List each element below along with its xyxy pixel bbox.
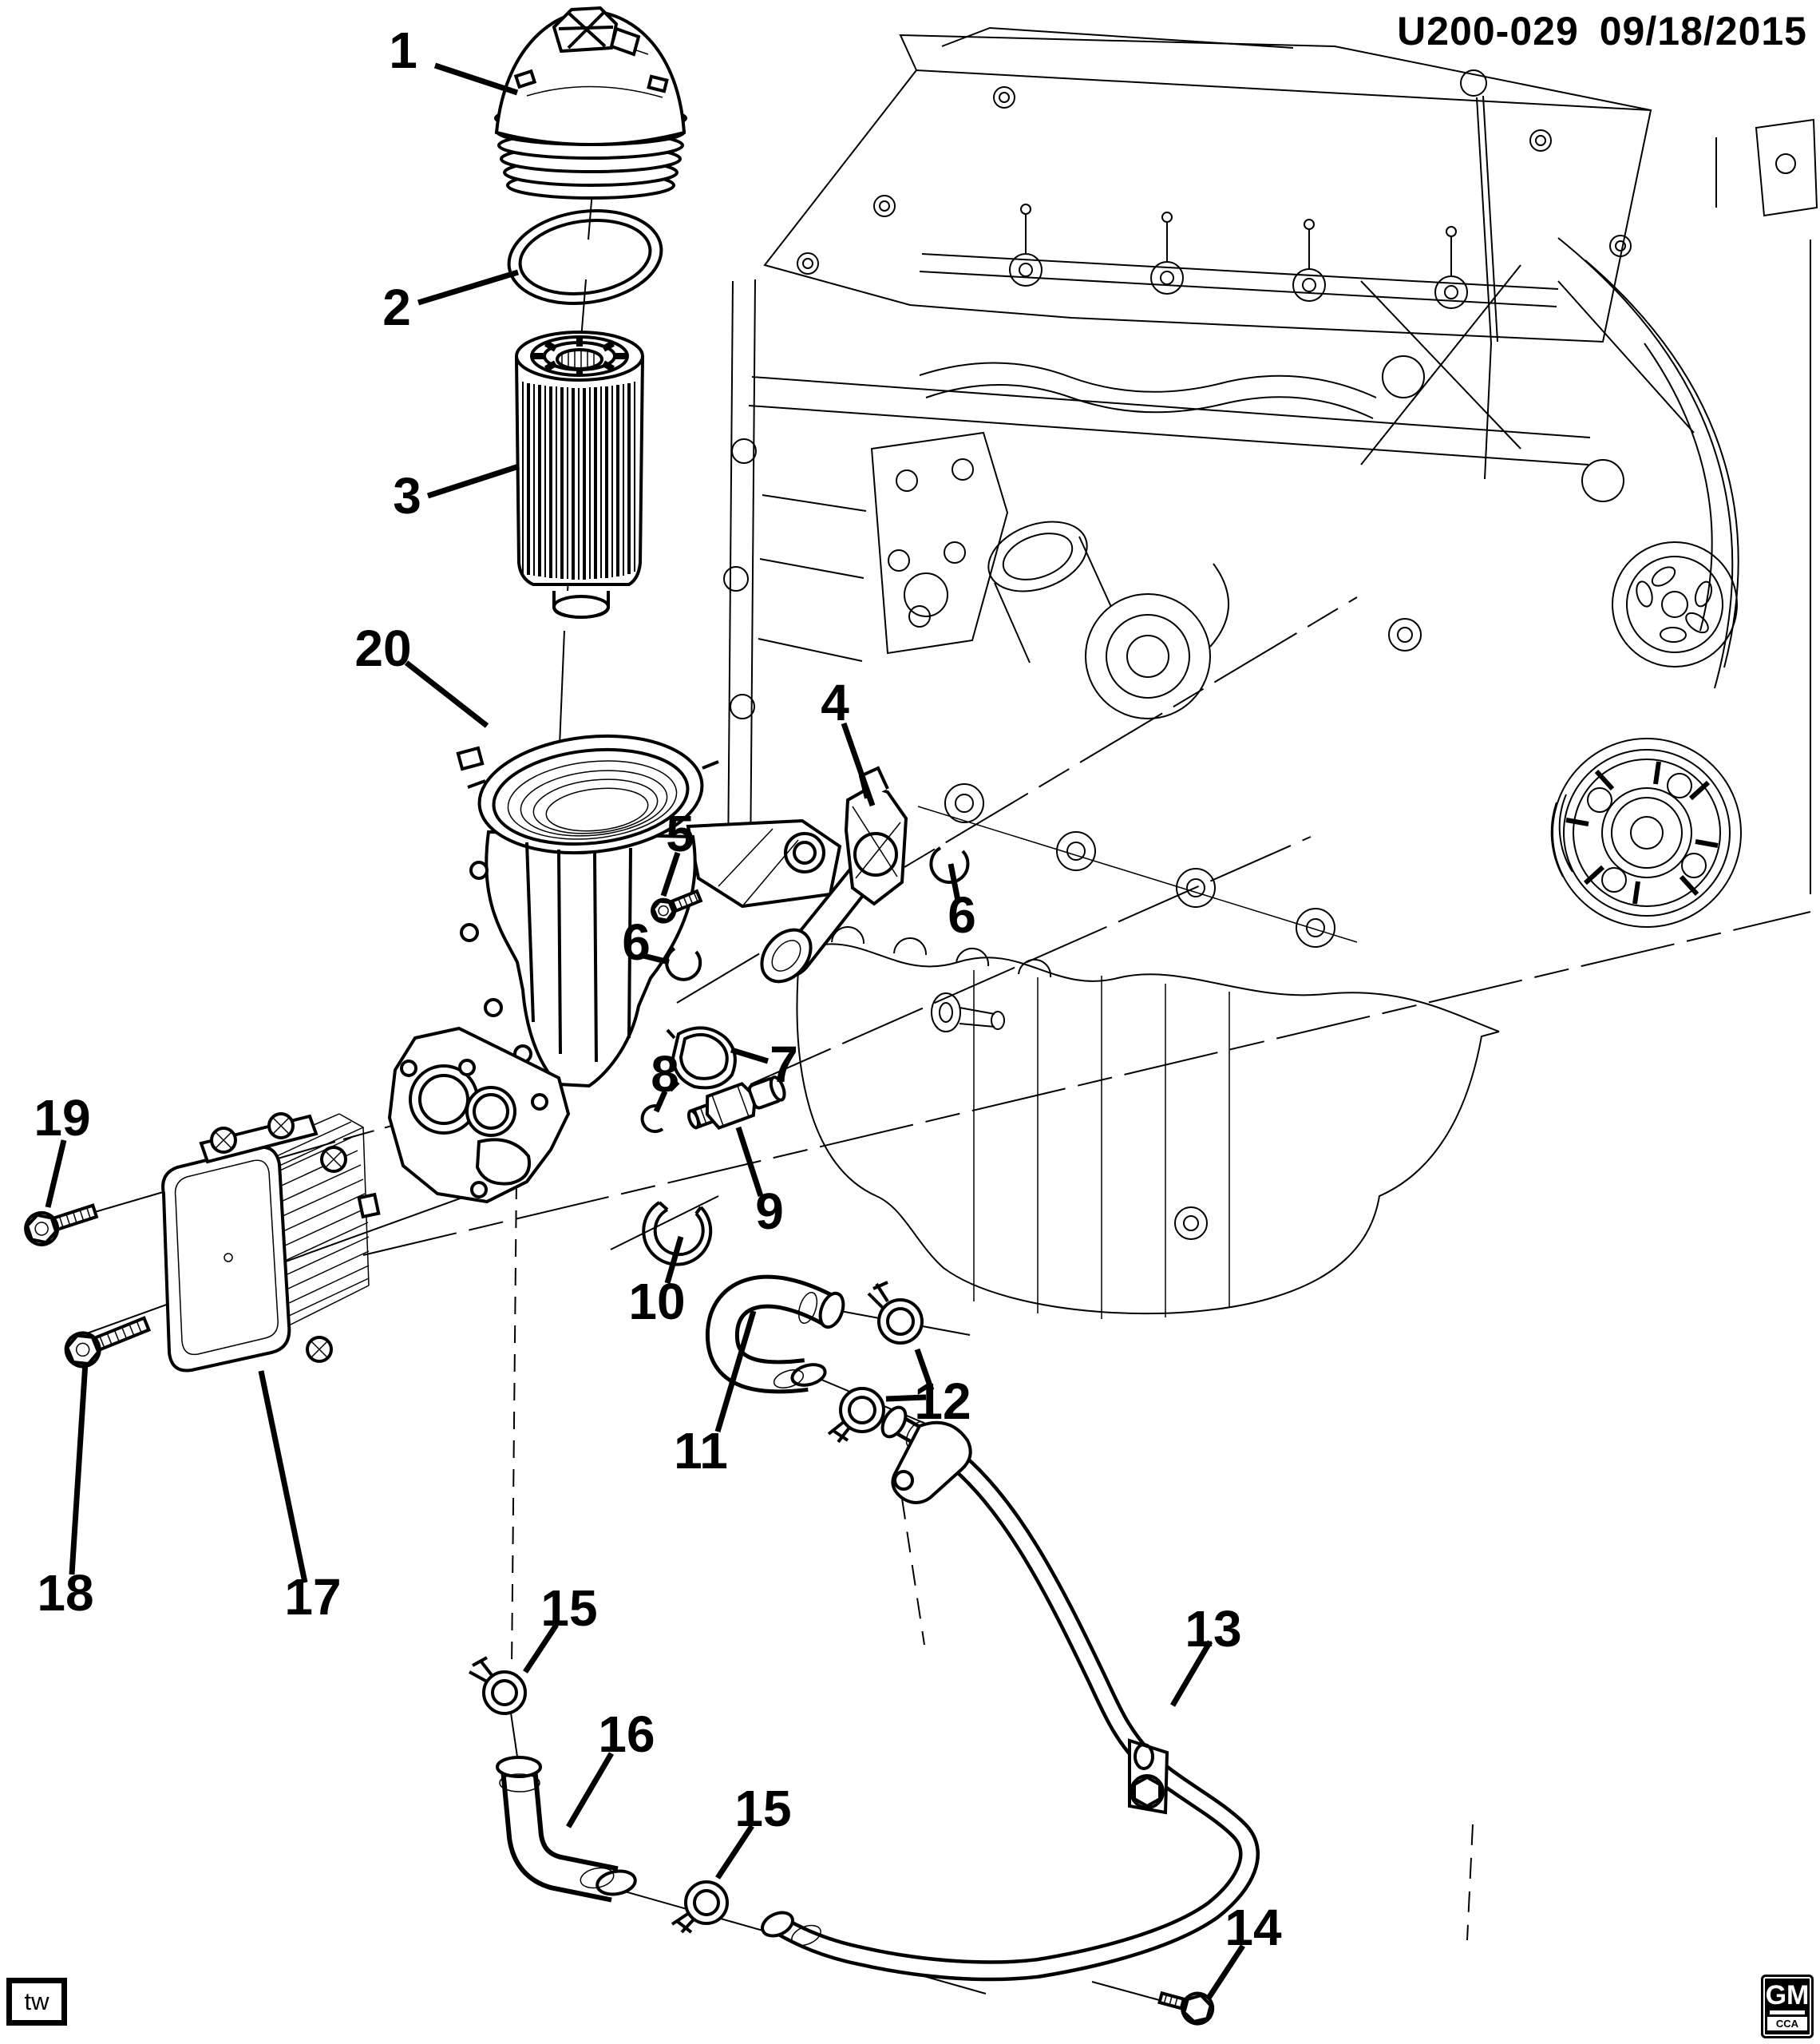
drawing-number: U200-029: [1397, 9, 1579, 53]
callout-label-13: 13: [1185, 1600, 1242, 1658]
part-filter-housing: [387, 734, 842, 1204]
callout-label-1: 1: [389, 22, 417, 79]
part-oil-pressure-sensor: [686, 1075, 786, 1130]
callout-label-20: 20: [354, 620, 412, 677]
callout-label-15: 15: [540, 1579, 598, 1637]
illustrator-mark: tw: [6, 1978, 67, 2026]
leader-line-15: [523, 1623, 559, 1674]
leader-line-19: [45, 1139, 67, 1208]
leader-line-15: [715, 1824, 754, 1880]
part-oil-filter-cap: [494, 6, 687, 200]
leader-line-11: [714, 1310, 757, 1432]
gm-logo-text: GM: [1765, 1980, 1810, 2010]
leader-line-3: [426, 463, 520, 499]
callout-label-4: 4: [821, 674, 849, 731]
callout-label-19: 19: [34, 1089, 91, 1147]
leader-line-20: [404, 660, 489, 728]
cca-logo-text: CCA: [1767, 2017, 1807, 2030]
leader-line-4: [841, 722, 876, 807]
part-clamp-15b: [671, 1880, 729, 1934]
leader-line-7: [730, 1047, 770, 1064]
engine-line-art: [723, 26, 1818, 1319]
callout-label-5: 5: [666, 805, 694, 862]
leader-line-1: [433, 62, 519, 96]
leader-line-12: [914, 1348, 935, 1392]
callout-label-6: 6: [948, 886, 976, 944]
callout-label-16: 16: [598, 1705, 655, 1763]
leader-line-8: [653, 1090, 668, 1113]
leader-line-17: [258, 1370, 308, 1583]
callout-label-15: 15: [734, 1780, 792, 1837]
leader-line-14: [1205, 1944, 1245, 2001]
leader-lines: [45, 62, 1245, 2001]
leader-line-12: [885, 1394, 927, 1402]
part-oil-cooler-pipe: [761, 1405, 1260, 1982]
callout-label-10: 10: [628, 1273, 686, 1330]
leader-line-6: [948, 863, 961, 901]
leader-line-13: [1169, 1640, 1213, 1707]
leader-line-18: [69, 1361, 89, 1575]
part-bolt-19: [24, 1203, 99, 1246]
callout-label-8: 8: [651, 1045, 679, 1103]
callout-label-9: 9: [755, 1182, 784, 1240]
part-elbow-hose-16: [496, 1756, 637, 1903]
part-bolt-18: [64, 1316, 152, 1369]
callout-label-18: 18: [37, 1564, 94, 1622]
gm-logo-underline: [1770, 2010, 1805, 2014]
leader-line-2: [417, 269, 520, 306]
part-clamp-7: [666, 1026, 737, 1092]
part-clamp-12a: [867, 1281, 924, 1345]
centerlines: [75, 191, 1811, 2006]
leader-line-5: [660, 851, 681, 897]
callout-label-2: 2: [382, 279, 411, 336]
part-retaining-ring-6a: [665, 947, 702, 981]
part-clamp-15a: [469, 1656, 527, 1715]
callout-label-14: 14: [1225, 1899, 1282, 1956]
part-retaining-ring-6b: [929, 846, 970, 884]
part-cap-o-ring: [507, 208, 663, 306]
part-seal-ring-8: [640, 1104, 664, 1134]
leader-line-6: [643, 953, 670, 965]
part-oil-filter-element: [514, 331, 645, 620]
part-oil-pipe-bracket: [760, 766, 908, 984]
part-bolt-14: [1157, 1991, 1215, 2026]
callout-label-7: 7: [770, 1036, 798, 1093]
callout-label-11: 11: [674, 1422, 728, 1480]
leader-line-16: [565, 1752, 615, 1828]
drawing-date: 09/18/2015: [1599, 9, 1807, 53]
callout-label-12: 12: [914, 1373, 971, 1430]
part-oil-cooler: [161, 1112, 381, 1373]
gm-logo: GM CCA: [1761, 1975, 1814, 2038]
illustrator-mark-text: tw: [24, 1987, 49, 2015]
callout-label-6: 6: [622, 913, 651, 971]
leader-line-10: [664, 1236, 684, 1284]
callout-label-17: 17: [284, 1568, 342, 1626]
part-clamp-12b: [827, 1387, 885, 1444]
part-bolt-5: [651, 889, 703, 924]
callout-label-3: 3: [393, 467, 421, 525]
leader-line-9: [735, 1126, 764, 1198]
drawing-header: U200-029 09/18/2015: [1376, 8, 1807, 54]
part-hose-11: [705, 1274, 845, 1394]
